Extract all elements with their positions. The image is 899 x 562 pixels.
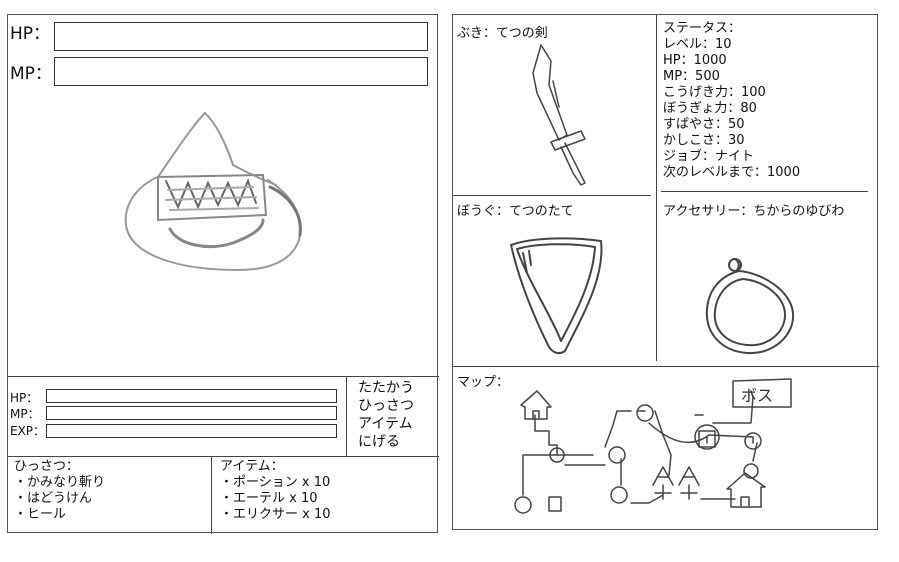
status-title: ステータス： <box>663 21 742 36</box>
command-divider <box>346 376 347 456</box>
status-bottom-divider <box>661 191 868 192</box>
status-job: ジョブ：ナイト <box>663 149 755 164</box>
status-defense: ぼうぎょ力：80 <box>663 101 757 116</box>
enemy-mp-label: MP： <box>10 64 52 84</box>
item-list-title: アイテム： <box>220 459 284 474</box>
armor-label: ぼうぐ：てつのたて <box>457 204 574 219</box>
enemy-mp-bar <box>54 57 428 86</box>
skill-item[interactable]: ・ヒール <box>14 507 67 522</box>
skill-list: ひっさつ： ・かみなり斬り ・はどうけん ・ヒール <box>14 459 105 523</box>
command-attack[interactable]: たたかう <box>358 380 414 396</box>
accessory-label: アクセサリー：ちからのゆびわ <box>663 204 845 219</box>
player-exp-label: EXP： <box>10 424 46 438</box>
enemy-hp-bar <box>54 22 428 51</box>
player-hp-label: HP： <box>10 391 39 405</box>
status-divider-v <box>656 15 657 361</box>
shield-icon[interactable] <box>453 15 879 531</box>
status-hp: HP：1000 <box>663 53 727 68</box>
map-title: マップ： <box>457 375 510 390</box>
enemy-hp-label: HP： <box>10 24 51 44</box>
status-mp: MP：500 <box>663 69 720 84</box>
battle-divider <box>8 376 439 377</box>
player-mp-label: MP： <box>10 407 40 421</box>
status-next-level: 次のレベルまで：1000 <box>663 165 801 180</box>
command-menu: たたかう ひっさつ アイテム にげる <box>358 379 414 451</box>
weapon-label: ぶき：てつの剣 <box>457 26 548 41</box>
character-panel: ぶき：てつの剣 ステータス： レベル：10 HP：1000 MP：500 こうげ… <box>452 14 879 531</box>
status-wisdom: かしこさ：30 <box>663 133 745 148</box>
weapon-divider <box>453 195 651 196</box>
item-list: アイテム： ・ポーション x 10 ・エーテル x 10 ・エリクサー x 10 <box>220 459 331 523</box>
player-mp-bar <box>46 406 337 420</box>
battle-panel: HP： MP： HP： MP： EXP： たたかう ひっさつ アイテム にげる … <box>7 14 439 534</box>
skill-item[interactable]: ・はどうけん <box>14 491 93 506</box>
skill-list-title: ひっさつ： <box>14 459 80 474</box>
command-special[interactable]: ひっさつ <box>358 398 414 414</box>
item-entry[interactable]: ・ポーション x 10 <box>220 475 331 490</box>
command-run[interactable]: にげる <box>358 434 400 450</box>
item-entry[interactable]: ・エリクサー x 10 <box>220 507 331 522</box>
sword-icon[interactable] <box>453 15 879 531</box>
player-hp-bar <box>46 389 337 403</box>
skill-item[interactable]: ・かみなり斬り <box>14 475 106 490</box>
world-map[interactable]: ボス <box>453 15 879 531</box>
status-speed: すばやさ：50 <box>663 117 745 132</box>
list-divider <box>211 456 212 534</box>
ring-icon[interactable] <box>453 15 879 531</box>
item-entry[interactable]: ・エーテル x 10 <box>220 491 318 506</box>
slime-enemy-sprite[interactable] <box>8 15 439 534</box>
status-level: レベル：10 <box>663 37 732 52</box>
map-divider <box>453 366 879 367</box>
status-list: ステータス： レベル：10 HP：1000 MP：500 こうげき力：100 ぼ… <box>663 21 800 181</box>
menu-divider <box>8 456 439 457</box>
boss-label: ボス <box>741 386 773 405</box>
player-exp-bar <box>46 424 337 438</box>
status-attack: こうげき力：100 <box>663 85 766 100</box>
command-item[interactable]: アイテム <box>358 416 413 432</box>
